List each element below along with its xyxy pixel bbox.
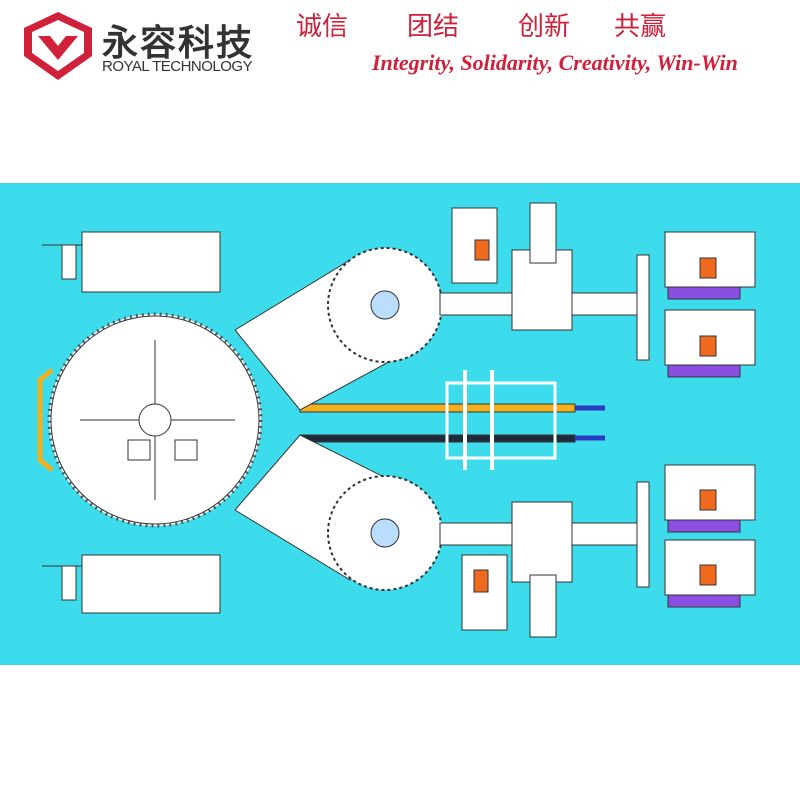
dark-pipe [299,434,576,443]
lower-pump-motor [461,554,508,631]
company-logo [20,10,96,87]
yellow-pipe [299,403,576,413]
backing-pump-3 [664,464,756,533]
lower-roots-pump [511,501,573,638]
side-pipe [37,368,54,472]
upper-cyclone [327,247,443,363]
slogan-winwin-cn: 共赢 [614,12,667,42]
slogan-en: Integrity, Solidarity, Creativity, Win-W… [372,50,738,75]
main-vacuum-chamber [47,312,263,528]
slogan-creativity-cn: 创新 [518,12,571,42]
lower-backing-manifold [636,481,650,588]
slogan-solidarity-cn: 团结 [407,12,460,42]
lower-cyclone [327,475,443,591]
control-cabinet-top [42,231,221,293]
control-cabinet-bottom [42,554,221,614]
brand-name-en: ROYAL TECHNOLOGY [102,58,253,75]
upper-roots-pump [511,202,573,331]
equipment-layout-drawing [0,183,800,665]
upper-backing-manifold [636,254,650,361]
upper-pump-motor [451,207,498,284]
brand-name-cn: 永容科技 [102,22,255,63]
backing-pump-2 [664,309,756,378]
water-manifold-frame [445,370,605,470]
slogan-integrity-cn: 诚信 [296,12,349,42]
backing-pump-1 [664,231,756,300]
backing-pump-4 [664,539,756,608]
